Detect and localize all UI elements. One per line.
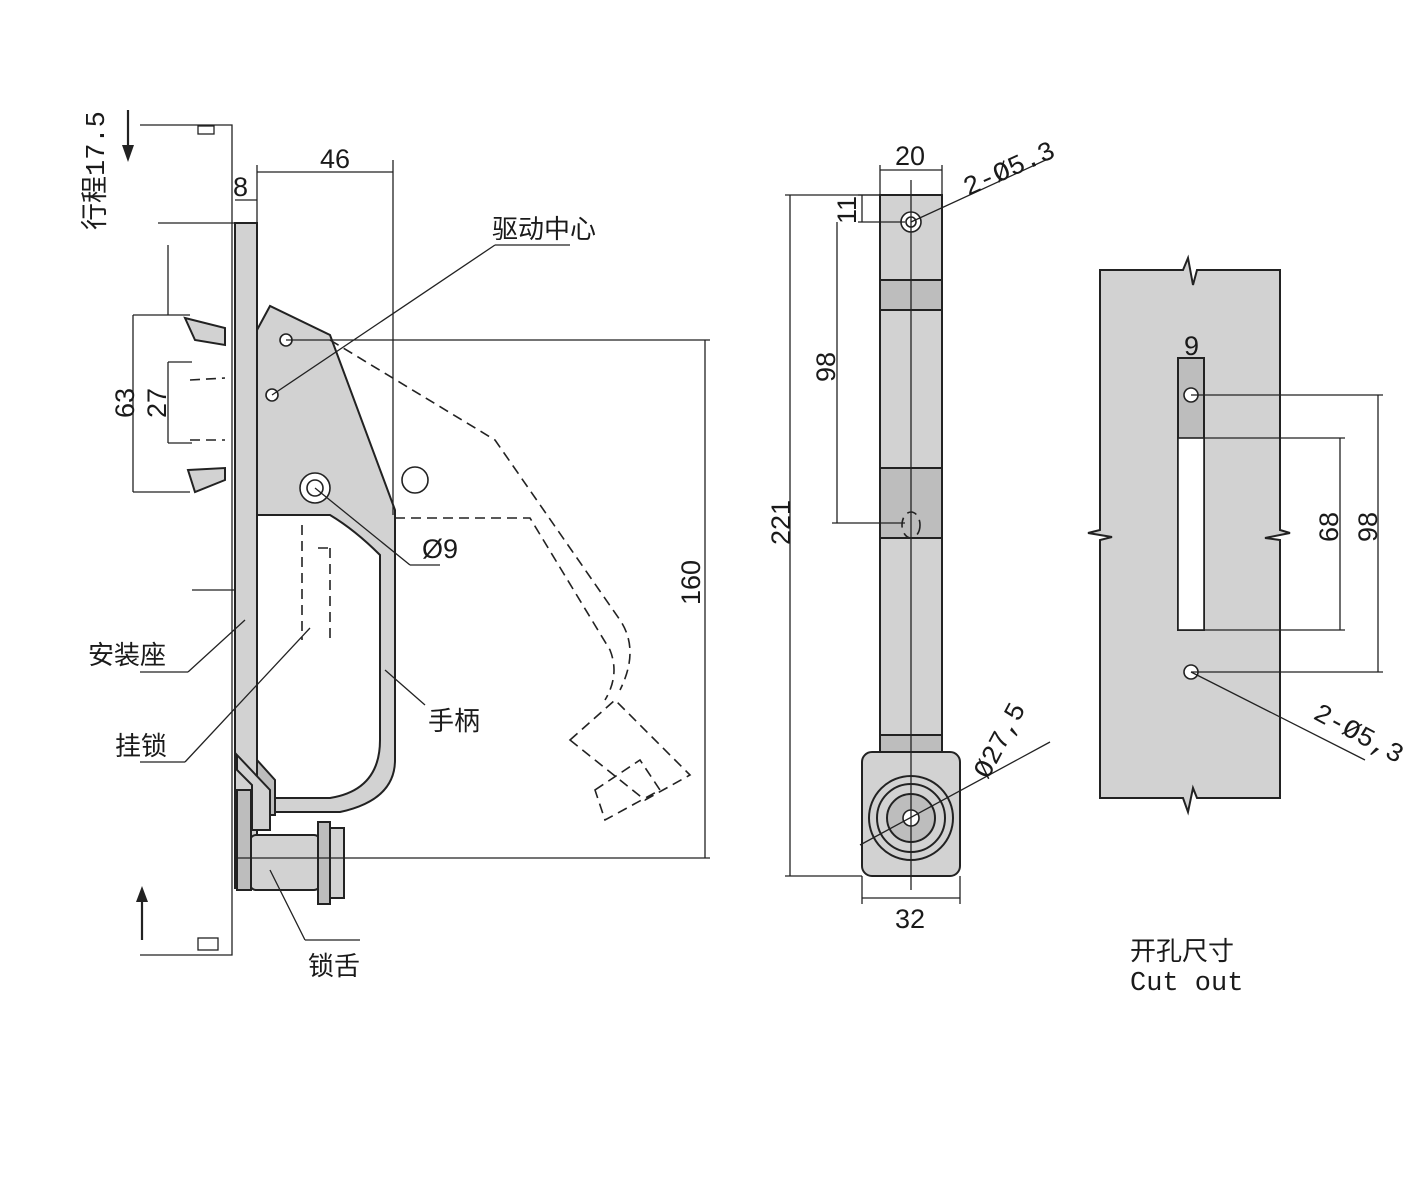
lock-cylinder — [249, 834, 321, 891]
leader-padlock — [184, 627, 311, 763]
leader-latch-tongue — [269, 869, 306, 941]
dim-68: 68 — [1314, 512, 1344, 542]
open-handle-outline-outer — [329, 339, 631, 691]
dim-8: 8 — [233, 172, 248, 202]
label-handle: 手柄 — [428, 707, 480, 737]
latch-tongue-block — [236, 789, 252, 891]
leader-handle — [384, 669, 426, 706]
dim-160: 160 — [676, 560, 706, 605]
top-screw — [197, 125, 215, 135]
bottom-screw — [197, 937, 219, 951]
dim-9: 9 — [1184, 331, 1199, 361]
cutout-view: 9 68 98 2-Ø5,3 开孔尺寸 Cut out — [1087, 254, 1408, 999]
dim-63: 63 — [110, 388, 140, 418]
dim-221: 221 — [766, 500, 796, 545]
dim-11: 11 — [832, 196, 862, 224]
cutout-title-cn: 开孔尺寸 — [1130, 937, 1234, 967]
dim-front-98: 98 — [811, 352, 841, 382]
leader-drive-center — [271, 244, 496, 396]
arrow-head-down — [122, 145, 134, 162]
leader-hole — [314, 487, 411, 566]
dim-46: 46 — [320, 144, 350, 174]
dim-front-holes: 2-Ø5.3 — [959, 137, 1060, 204]
dim-cylinder: Ø27,5 — [969, 699, 1034, 785]
cutout-slot — [1177, 437, 1205, 631]
leader-front-holes — [910, 157, 1051, 223]
label-drive-center: 驱动中心 — [492, 215, 596, 245]
arrow-head-up — [136, 886, 148, 902]
stroke-label: 行程17.5 — [80, 111, 113, 230]
dim-27: 27 — [142, 388, 172, 418]
dim-cutout-holes: 2-Ø5,3 — [1308, 699, 1408, 771]
leader-cylinder — [859, 741, 1051, 846]
leader-cutout-holes — [1190, 671, 1366, 761]
label-latch-tongue: 锁舌 — [308, 952, 360, 982]
cylinder-cap — [329, 827, 345, 899]
door-panel-outline — [140, 124, 233, 956]
open-position-hole — [401, 466, 429, 494]
upper-hook — [183, 316, 226, 347]
handle — [256, 304, 396, 813]
open-handle-outline-inner — [395, 517, 615, 701]
lower-hook — [186, 466, 226, 494]
dim-hole-9: Ø9 — [422, 534, 458, 564]
hook-hidden-lines — [189, 377, 226, 441]
leader-mount-base — [187, 619, 246, 673]
side-view: 行程17.5 46 8 — [80, 110, 710, 982]
cylinder-flange — [317, 821, 331, 905]
front-view: 20 2-Ø5.3 11 98 221 Ø27,5 32 — [766, 137, 1060, 934]
label-padlock: 挂锁 — [115, 732, 167, 762]
open-cylinder-outline — [568, 698, 692, 822]
padlock-hidden — [301, 525, 331, 640]
dim-cutout-98: 98 — [1353, 512, 1383, 542]
cutout-title-en: Cut out — [1130, 969, 1243, 999]
dim-32: 32 — [895, 904, 925, 934]
dim-20: 20 — [895, 141, 925, 171]
label-mount-base: 安装座 — [88, 641, 166, 671]
